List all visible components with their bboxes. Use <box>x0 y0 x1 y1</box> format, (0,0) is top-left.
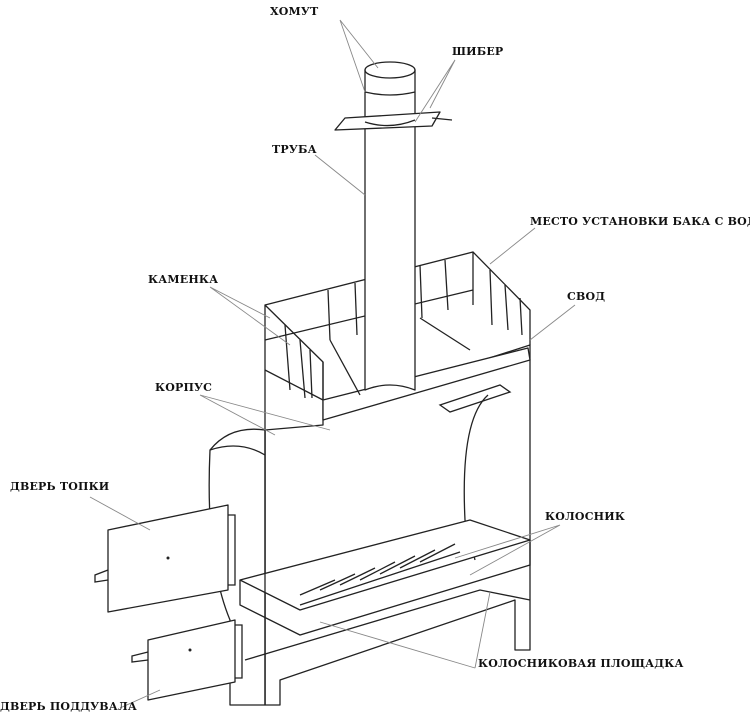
label-firebox-door: ДВЕРЬ ТОПКИ <box>10 480 110 493</box>
label-grate-platform: КОЛОСНИКОВАЯ ПЛОЩАДКА <box>478 657 684 670</box>
label-korpus: КОРПУС <box>155 381 213 394</box>
firebox-door <box>94 504 236 613</box>
grate-bars <box>299 543 461 606</box>
label-truba: ТРУБА <box>272 143 317 156</box>
label-tank-place: МЕСТО УСТАНОВКИ БАКА С ВОДОЙ <box>530 215 750 228</box>
leader-lines <box>89 19 576 709</box>
label-khomut: ХОМУТ <box>270 5 319 18</box>
stove-body <box>208 344 531 706</box>
label-ash-door: ДВЕРЬ ПОДДУВАЛА <box>0 700 138 713</box>
chimney-pipe <box>334 61 453 391</box>
label-svod: СВОД <box>567 290 606 303</box>
label-grate: КОЛОСНИК <box>545 510 626 523</box>
label-kamenka: КАМЕНКА <box>148 273 219 286</box>
kamenka-frame <box>264 251 531 431</box>
label-shiber: ШИБЕР <box>452 45 504 58</box>
ash-door <box>131 619 243 701</box>
